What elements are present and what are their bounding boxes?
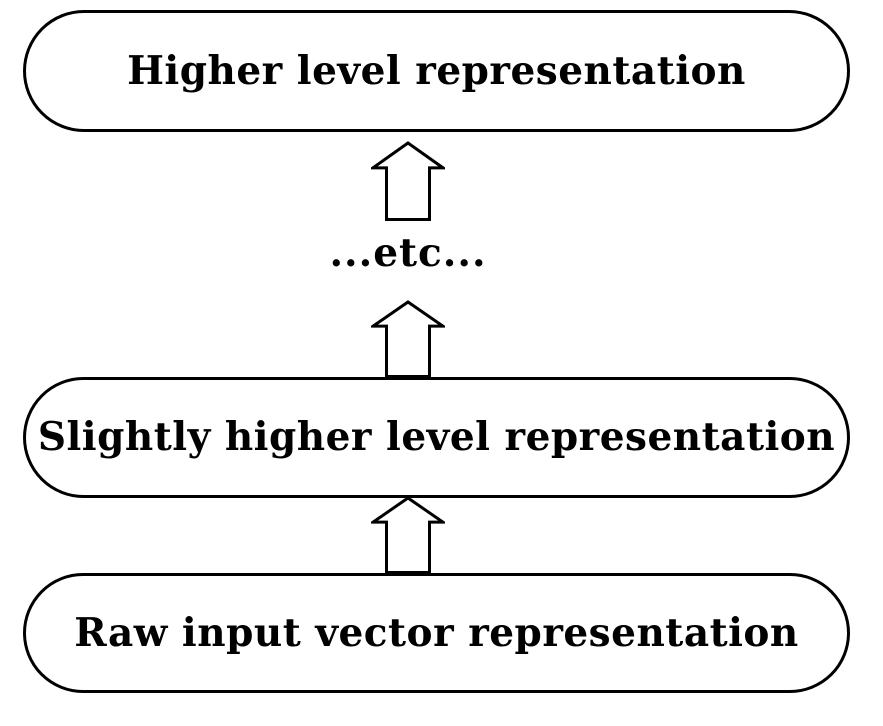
up-arrow-icon	[371, 141, 445, 221]
box-label: Slightly higher level representation	[37, 414, 836, 460]
box-higher-level-representation: Higher level representation	[23, 10, 850, 132]
up-arrow-icon	[371, 496, 445, 574]
box-slightly-higher-level-representation: Slightly higher level representation	[23, 377, 850, 498]
up-arrow-icon	[371, 300, 445, 378]
box-raw-input-vector-representation: Raw input vector representation	[23, 573, 850, 693]
box-label: Higher level representation	[127, 47, 746, 94]
box-label: Raw input vector representation	[74, 609, 799, 656]
etc-label: ...etc...	[329, 230, 487, 276]
